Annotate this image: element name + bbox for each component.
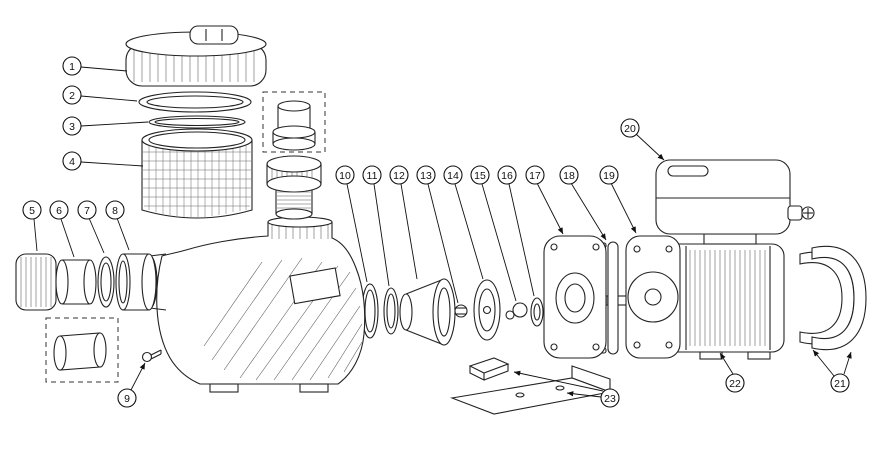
- leader-lines: [33, 66, 852, 398]
- housing-foot: [299, 383, 329, 393]
- union-sleeve: [55, 259, 97, 305]
- callout-7: 7: [77, 200, 97, 220]
- svg-text:2: 2: [69, 90, 75, 102]
- motor-bracket: [625, 235, 681, 359]
- union-nut: [15, 253, 57, 311]
- callout-12: 12: [389, 165, 409, 185]
- pump-housing: [142, 216, 366, 393]
- seal-plate: [543, 235, 607, 359]
- strainer-basket: [141, 128, 253, 219]
- svg-text:19: 19: [603, 170, 615, 182]
- callout-3: 3: [62, 116, 82, 136]
- svg-text:6: 6: [56, 205, 62, 217]
- callout-16: 16: [497, 165, 517, 185]
- svg-text:4: 4: [69, 156, 75, 168]
- drain-plug: [141, 349, 162, 363]
- svg-text:17: 17: [529, 170, 541, 182]
- callout-17: 17: [525, 165, 545, 185]
- svg-text:13: 13: [420, 170, 432, 182]
- svg-text:16: 16: [501, 170, 513, 182]
- callout-10: 10: [335, 165, 355, 185]
- callout-21: 21: [830, 373, 850, 393]
- callout-18: 18: [559, 165, 579, 185]
- callout-5: 5: [22, 200, 42, 220]
- motor: [663, 243, 785, 360]
- outlet-union-fitting: [266, 155, 322, 220]
- callout-8: 8: [105, 200, 125, 220]
- motor-fins: [689, 250, 766, 346]
- svg-text:22: 22: [729, 378, 741, 390]
- svg-text:7: 7: [84, 205, 90, 217]
- svg-text:23: 23: [604, 393, 616, 405]
- housing-top-flange: [267, 216, 333, 239]
- union-collar: [115, 253, 157, 311]
- svg-text:15: 15: [474, 170, 486, 182]
- housing-foot: [209, 383, 239, 393]
- lid-knob: [189, 25, 239, 45]
- union-oring: [97, 256, 115, 308]
- impeller-nut: [454, 304, 468, 318]
- impeller: [473, 279, 501, 341]
- callout-19: 19: [599, 165, 619, 185]
- svg-text:8: 8: [112, 205, 118, 217]
- svg-text:20: 20: [624, 123, 636, 135]
- callout-13: 13: [416, 165, 436, 185]
- svg-text:21: 21: [834, 378, 846, 390]
- housing-oring: [361, 283, 379, 339]
- motor-junction-box: [655, 159, 815, 245]
- conduit-fitting: [787, 205, 815, 221]
- callout-20: 20: [620, 118, 640, 138]
- svg-text:1: 1: [69, 61, 75, 73]
- seal-assembly-parts: [505, 302, 528, 320]
- svg-text:18: 18: [563, 170, 575, 182]
- callout-9: 9: [117, 388, 137, 408]
- optional-fitting-box-upper: [262, 91, 326, 153]
- diffuser: [399, 278, 456, 346]
- svg-text:3: 3: [69, 121, 75, 133]
- svg-text:14: 14: [447, 170, 459, 182]
- lid-oring: [138, 91, 252, 113]
- base-pad: [468, 357, 510, 381]
- callout-23: 23: [600, 388, 620, 408]
- diffuser-oring: [383, 287, 399, 335]
- svg-text:9: 9: [124, 393, 130, 405]
- lid-ring: [148, 115, 246, 129]
- callout-14: 14: [443, 165, 463, 185]
- callout-22: 22: [725, 373, 745, 393]
- svg-text:10: 10: [339, 170, 351, 182]
- callout-11: 11: [362, 165, 382, 185]
- clamp-band: [799, 245, 867, 351]
- shaft-seal: [530, 297, 544, 327]
- pump-lid: [125, 25, 267, 87]
- housing-label-plate: [289, 267, 341, 305]
- callout-1: 1: [62, 56, 82, 76]
- optional-fitting-box-lower: [45, 317, 119, 383]
- svg-text:11: 11: [367, 170, 378, 182]
- callout-2: 2: [62, 85, 82, 105]
- svg-text:12: 12: [393, 170, 405, 182]
- basket-mesh: [143, 146, 251, 217]
- pump-base: [449, 357, 613, 415]
- callout-6: 6: [49, 200, 69, 220]
- callout-15: 15: [470, 165, 490, 185]
- callout-4: 4: [62, 151, 82, 171]
- svg-text:5: 5: [29, 205, 35, 217]
